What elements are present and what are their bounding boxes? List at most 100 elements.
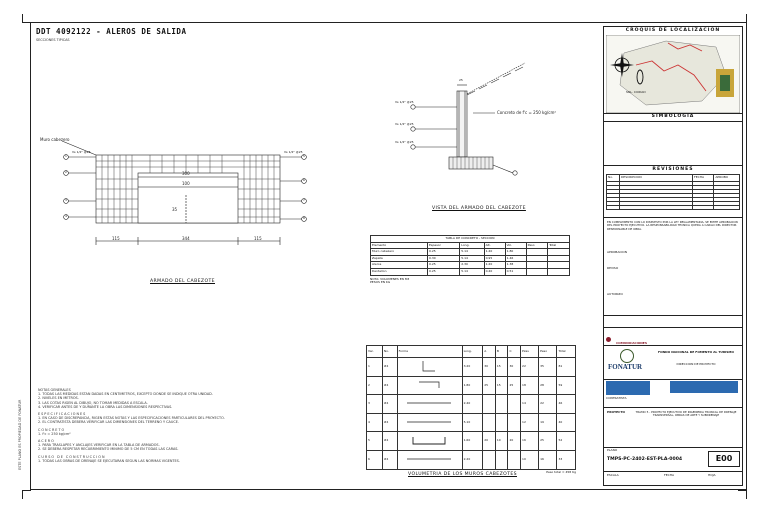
cell: 1.38	[504, 261, 527, 269]
callout-text-left: Vs 1/2" @25	[72, 150, 91, 154]
cell: 1.60	[461, 431, 484, 451]
cell: 2.30	[459, 261, 485, 269]
crop-mark-bottom-right	[738, 490, 747, 499]
th: Vol.	[504, 241, 527, 250]
dim-right: 115	[254, 236, 262, 241]
sct-emblem-icon	[606, 337, 611, 342]
fonatur-emblem-icon	[620, 349, 634, 363]
cell: 30	[507, 357, 522, 377]
nota-line: 4. VERIFICAR ANTES DE Y DURANTE LA OBRA …	[38, 404, 173, 409]
cell: 10	[520, 449, 540, 470]
cell: 81	[556, 357, 576, 377]
cell	[525, 261, 549, 269]
th: Alt.	[483, 241, 506, 250]
cell	[547, 261, 570, 269]
plano-code: TMPS-PC-2402-EST-PLA-0004	[607, 457, 683, 462]
tabla-concreto-title: TABLA DE CONCRETO - SECCION	[370, 235, 570, 242]
vista-callout-2: Vs 1/2" @25	[395, 122, 414, 126]
cell: 2	[366, 375, 383, 396]
callout-left-1: 1	[65, 154, 67, 158]
nota-line: 1. EN CASO DE DISCREPANCIA, RIGEN ESTAS …	[38, 416, 225, 421]
cell: 22	[538, 394, 558, 414]
th: FECHA	[691, 174, 715, 182]
cell	[525, 248, 549, 256]
cell	[547, 248, 570, 256]
cell: 22	[520, 357, 540, 377]
dim-mid: 100	[182, 181, 190, 186]
cell: 1.80	[504, 248, 527, 256]
cell: 10	[494, 431, 509, 451]
fonatur-sub: FONDO NACIONAL DE FOMENTO AL TURISMO	[658, 350, 734, 354]
volumetria-footer: Peso total = 458 Kg	[546, 469, 576, 474]
cell: 0.51	[504, 267, 527, 276]
compass-rose-icon	[610, 53, 634, 77]
escala-label: ESCALA	[607, 473, 619, 477]
tabla-concreto-note-2: PESOS EN KG	[370, 280, 391, 285]
cell: 20	[507, 431, 522, 451]
aprobacion-line-3: AUTORIZO	[607, 292, 623, 296]
bar-shape	[396, 357, 463, 377]
cell	[507, 394, 522, 414]
callout-left-4: 4	[65, 214, 67, 218]
cell: 0.40	[483, 267, 506, 276]
plano-label: PLANO	[607, 448, 618, 452]
cell: 30	[482, 357, 496, 377]
cell	[494, 412, 509, 433]
callout-text-right: Vs 1/2" @25	[284, 150, 303, 154]
cell: #4	[381, 357, 398, 377]
tabla-concreto-header: Elemento Espesor Long. Alt. Vol. Peso To…	[370, 241, 570, 250]
cell: 15	[494, 357, 509, 377]
cell: 25	[538, 431, 558, 451]
cell: 18	[520, 375, 540, 396]
cell: Zapata	[370, 254, 428, 263]
cell: 3	[366, 394, 383, 414]
cell	[494, 449, 509, 470]
construccion-heading: CURSO DE CONSTRUCCION	[38, 454, 106, 459]
croquis-header: CROQUIS DE LOCALIZACION	[625, 28, 721, 33]
vista-callout-1: Vs 1/2" @25	[395, 100, 414, 104]
cell	[525, 254, 549, 263]
bar-shape	[396, 431, 463, 451]
aprobacion-line-1: APROBACION	[607, 250, 627, 254]
cell: 0.25	[426, 261, 461, 269]
th: Pzas	[520, 345, 540, 358]
cell: 19	[538, 412, 558, 433]
side-note: ESTE PLANO ES PROPIEDAD DE FONATUR	[18, 399, 22, 470]
nota-line: 1. TODAS LAS MEDIDAS ESTAN DADAS EN CENT…	[38, 392, 213, 397]
cell: 33	[556, 449, 576, 470]
crop-mark-top-left	[22, 14, 31, 23]
tren-maya-logo-icon	[716, 69, 734, 97]
cell	[494, 394, 509, 414]
cell: 0.95	[483, 254, 506, 263]
cell: #4	[381, 412, 398, 433]
cell: 2.20	[461, 449, 484, 470]
bar-shape	[396, 412, 463, 433]
sheet-subtitle: SECCIONES TIPICAS	[36, 38, 70, 42]
sheet-title: DDT 4092122 - ALEROS DE SALIDA	[36, 27, 187, 36]
cell: 0.25	[426, 267, 461, 276]
tabla-concreto: TABLA DE CONCRETO - SECCION Elemento Esp…	[370, 235, 570, 285]
th: C	[507, 345, 522, 358]
direccion-label: DIRECCION DE PROYECTO	[676, 362, 716, 366]
table-row	[606, 204, 740, 210]
vista-callout-3: Vs 1/2" @25	[395, 140, 414, 144]
tabla-concreto-note-1: NOTA: VOLUMENES EN M3	[370, 276, 410, 281]
map-label: SOL. CIUDAD	[626, 90, 646, 94]
th: A	[482, 345, 496, 358]
callout-right-5: 5	[303, 154, 305, 158]
callout-left-2: 2	[65, 170, 67, 174]
simbologia-header: SIMBOLOGIA	[651, 114, 695, 119]
revisiones-header: REVISIONES	[652, 167, 694, 172]
volumetria-caption: VOLUMETRIA DE LOS MUROS CABEZOTES	[408, 472, 517, 477]
nota-line: 1. PARA TRASLAPES Y ANCLAJES VERIFICAR E…	[38, 443, 160, 448]
nota-line: 2. EL CONTRATISTA DEBERA VERIFICAR LAS D…	[38, 420, 179, 425]
cell: 14	[520, 394, 540, 414]
cell: 20	[482, 431, 496, 451]
